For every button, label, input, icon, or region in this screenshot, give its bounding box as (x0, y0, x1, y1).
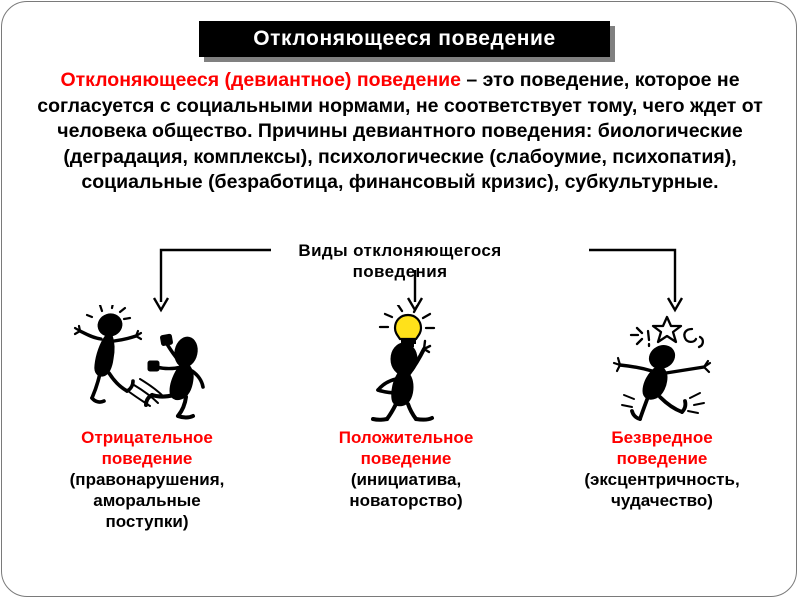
branch-positive-detail-line-1: (инициатива, (350, 470, 462, 489)
connector-arrow-negative (152, 248, 271, 313)
branch-positive-title-line-1: Положительное (338, 428, 474, 447)
branch-negative-title-line-1: Отрицательное (81, 428, 213, 447)
branch-harmless-title-line-2: поведение (616, 449, 708, 468)
types-heading: Виды отклоняющегося поведения (260, 240, 540, 282)
branch-harmless-detail-line-2: чудачество) (611, 491, 713, 510)
types-heading-line-1: Виды отклоняющегося (298, 241, 502, 260)
branch-caption-negative: Отрицательное поведение (правонарушения,… (14, 427, 280, 532)
stick-figure-with-lightbulb-idea-icon (371, 305, 436, 422)
title-box: Отклоняющееся поведение (199, 21, 610, 57)
definition-term: Отклоняющееся (девиантное) поведение (60, 69, 461, 91)
two-fighting-stick-figures-icon (73, 305, 205, 420)
page-title: Отклоняющееся поведение (253, 27, 556, 50)
branch-caption-positive: Положительное поведение (инициатива, нов… (292, 427, 520, 511)
definition-body: – это поведение, которое не согласуется … (37, 69, 763, 193)
branch-positive-title-line-2: поведение (360, 449, 452, 468)
branch-harmless-title-line-1: Безвредное (611, 428, 713, 447)
branch-harmless-detail-line-1: (эксцентричность, (584, 470, 740, 489)
branch-negative-title-line-2: поведение (101, 449, 193, 468)
branch-negative-detail-line-2: аморальные (93, 491, 201, 510)
branch-negative-detail-line-1: (правонарушения, (69, 470, 225, 489)
branch-caption-harmless: Безвредное поведение (эксцентричность, ч… (534, 427, 790, 511)
connector-arrow-harmless (589, 248, 684, 313)
dancing-eccentric-stick-figure-icon (612, 315, 712, 421)
lightbulb-icon (393, 313, 423, 347)
types-heading-line-2: поведения (352, 262, 448, 281)
definition-paragraph: Отклоняющееся (девиантное) поведение – э… (18, 68, 782, 196)
branch-negative-detail-line-3: поступки) (105, 512, 189, 531)
branch-positive-detail-line-2: новаторство) (349, 491, 463, 510)
